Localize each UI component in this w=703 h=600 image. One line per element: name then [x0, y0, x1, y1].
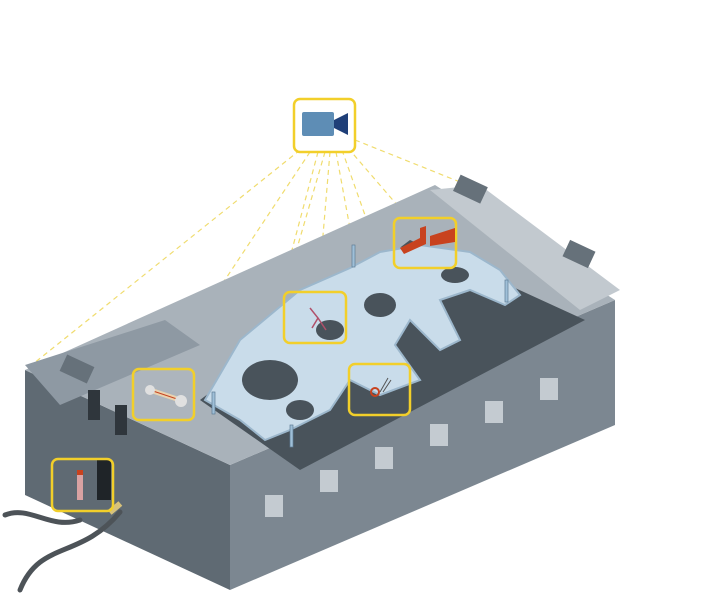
part-hole — [364, 293, 396, 317]
callout-sensor[interactable] — [282, 290, 348, 345]
callout-camera[interactable] — [292, 97, 357, 154]
cast-part — [203, 243, 522, 448]
block-left-face — [25, 370, 230, 590]
defect-icon — [400, 226, 455, 254]
clamp-block — [59, 354, 95, 384]
callout-hose-sensor[interactable] — [50, 457, 115, 513]
callout-defect[interactable] — [392, 216, 458, 270]
wrench-icon — [145, 385, 187, 407]
part-hole — [286, 400, 314, 420]
locating-pins — [211, 244, 509, 448]
part-hole — [242, 360, 298, 400]
sensor-icon — [309, 307, 327, 331]
clamp-block — [453, 174, 488, 204]
hose-fitting — [107, 501, 123, 515]
block-front-face — [230, 300, 615, 590]
part-hole — [441, 267, 469, 283]
end-ridge-left — [25, 320, 200, 405]
slot — [115, 405, 127, 435]
callout-wrench[interactable] — [131, 367, 196, 422]
front-notches — [265, 378, 558, 517]
slot — [88, 390, 100, 420]
slot — [97, 460, 111, 500]
camera-icon — [302, 112, 348, 136]
hose-sensor-icon — [77, 470, 83, 500]
pin-icon — [370, 377, 392, 397]
clamp-block — [562, 239, 596, 269]
part-hole — [316, 320, 344, 340]
end-ridge-right — [430, 185, 620, 310]
callout-pin[interactable] — [347, 362, 412, 417]
hoses — [2, 509, 123, 593]
